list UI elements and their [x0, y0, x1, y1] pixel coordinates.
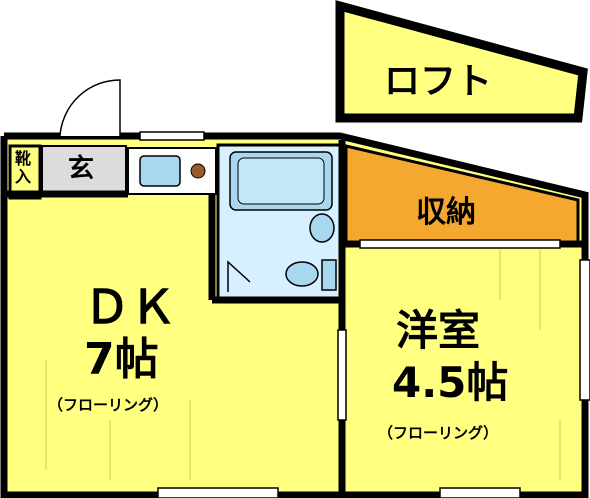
entrance-label: 玄 — [68, 154, 95, 184]
bathtub-inner — [237, 157, 325, 205]
shoe-box-area — [8, 144, 42, 200]
western-room-flooring: （フローリング） — [378, 424, 499, 442]
kitchen-sink — [139, 155, 181, 187]
dk-flooring: （フローリング） — [48, 396, 169, 414]
loft-area — [335, 0, 588, 123]
windows — [139, 131, 590, 498]
flooring-lines — [45, 250, 561, 480]
entrance-door — [59, 79, 121, 137]
western-room-name: 洋室 — [396, 306, 481, 355]
bathroom-door-swing — [227, 260, 251, 292]
storage-label: 収納 — [416, 195, 476, 230]
washbasin — [309, 213, 335, 243]
toilet-bowl — [285, 261, 319, 287]
shoe-box-label: 靴 入 — [15, 149, 32, 187]
dk-size: 7帖 — [84, 334, 159, 385]
western-room-size: 4.5帖 — [392, 358, 509, 407]
dk-name: ＤＫ — [84, 280, 176, 334]
toilet-tank — [321, 259, 337, 291]
stove-knob — [190, 163, 206, 179]
loft-label: ロフト — [384, 61, 493, 102]
